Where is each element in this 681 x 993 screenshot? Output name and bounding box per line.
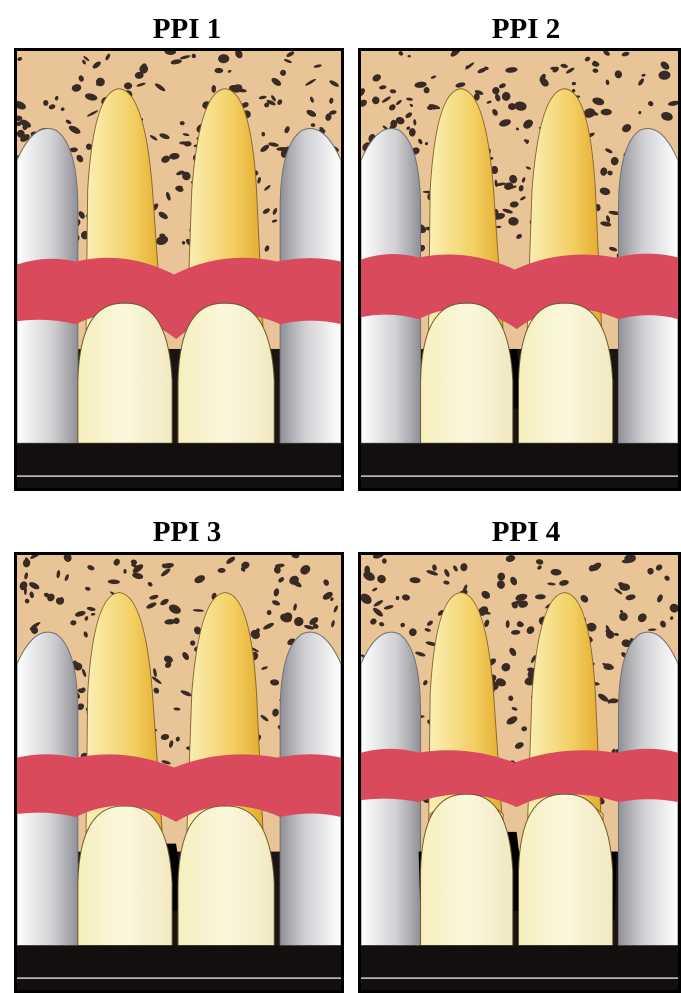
- crown-left: [421, 794, 513, 945]
- panel-title-ppi-2: PPI 2: [416, 15, 636, 44]
- base-shadow: [17, 443, 341, 488]
- crown-left: [78, 303, 172, 443]
- panel-ppi-3: [14, 552, 344, 993]
- base-shadow: [361, 946, 678, 990]
- crown-right: [519, 794, 613, 945]
- crown-left: [421, 303, 513, 443]
- panel-ppi-4: [358, 552, 681, 993]
- ppi-4-illustration: [361, 555, 678, 990]
- panel-title-ppi-3: PPI 3: [77, 518, 297, 547]
- crown-left: [78, 806, 172, 945]
- base-shadow: [17, 946, 341, 990]
- crown-right: [178, 303, 274, 443]
- crown-right: [519, 303, 613, 443]
- panel-title-ppi-4: PPI 4: [416, 518, 636, 547]
- panel-ppi-1: [14, 48, 344, 491]
- ppi-1-illustration: [17, 51, 341, 488]
- base-shadow: [361, 443, 678, 488]
- panel-ppi-2: [358, 48, 681, 491]
- ppi-3-illustration: [17, 555, 341, 990]
- ppi-2-illustration: [361, 51, 678, 488]
- panel-title-ppi-1: PPI 1: [77, 15, 297, 44]
- crown-right: [178, 806, 274, 945]
